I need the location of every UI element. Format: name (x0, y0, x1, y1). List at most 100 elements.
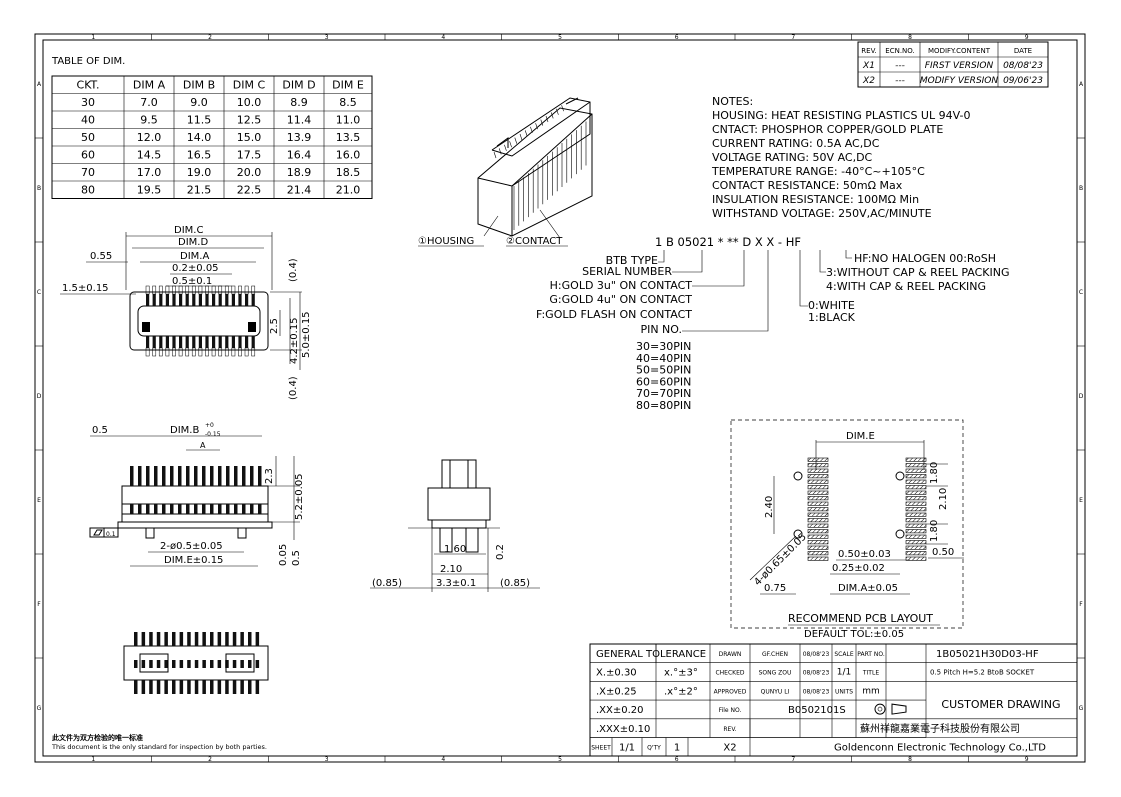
zone-col-bottom-1: 1 (91, 756, 95, 763)
zone-col-top-9: 9 (1025, 34, 1029, 41)
zone-col-top-2: 2 (208, 34, 212, 41)
pcb-dim-9: 0.75 (764, 583, 786, 594)
front-view: 0.5 DIM.B +0 -0.15 A 2-ø0.5±0.05 DIM.E±0… (89, 422, 305, 567)
note-line: WITHSTAND VOLTAGE: 250V,AC/MINUTE (712, 207, 932, 220)
revision-cell: --- (895, 76, 905, 86)
zone-row-left-G: G (37, 705, 42, 712)
pin-option: 50=50PIN (636, 364, 691, 377)
zone-row-left-C: C (37, 289, 41, 296)
dim-table-cell: 14.0 (187, 131, 212, 144)
pcb-dim-7: 0.50 (932, 547, 954, 558)
zone-row-right-F: F (1079, 601, 1083, 608)
signoff-date: 08/08'23 (803, 688, 830, 695)
angle-tolerance: x.°±3° (664, 668, 698, 679)
scale-units-cell: SCALE (834, 651, 853, 658)
note-line: HOUSING: HEAT RESISTING PLASTICS UL 94V-… (712, 109, 970, 122)
revision-header: REV. (861, 47, 876, 55)
top-dim-v5: (0.4) (288, 376, 299, 400)
top-dim-4: 1.5±0.15 (62, 283, 109, 294)
latch-left (142, 322, 150, 332)
dim-table-cell: 17.5 (237, 149, 262, 162)
zone-row-right-A: A (1079, 81, 1084, 88)
signoff-name: GF.CHEN (762, 651, 788, 658)
pcb-dim-e: DIM.E (846, 431, 875, 442)
dim-table-cell: 14.5 (137, 149, 162, 162)
top-dim-d: DIM.D (178, 237, 208, 248)
zone-col-bottom-4: 4 (441, 756, 445, 763)
revision-header: MODIFY.CONTENT (928, 47, 991, 55)
rev-value: X2 (723, 743, 736, 754)
zone-col-bottom-8: 8 (908, 756, 912, 763)
revision-cell: X1 (862, 61, 875, 71)
pin-option: 70=70PIN (636, 387, 691, 400)
dim-table-cell: 21.4 (287, 184, 312, 197)
latch-right (248, 322, 256, 332)
dim-table-header: DIM C (233, 79, 266, 92)
dim-table-cell: 40 (81, 114, 95, 127)
part-number: 1B05021H30D03-HF (936, 649, 1039, 660)
dim-table-cell: 8.5 (339, 96, 357, 109)
contact-label: ②CONTACT (506, 236, 563, 247)
pcb-dim-5: 4-ø0.65±0.05 (752, 532, 809, 589)
tolerance-value: .XX±0.20 (596, 705, 644, 716)
zone-row-right-E: E (1079, 497, 1083, 504)
front-dim-b-tol-up: +0 (205, 422, 214, 429)
dim-table-cell: 9.0 (190, 96, 208, 109)
tolerance-value: .XXX±0.10 (596, 724, 650, 735)
dim-table-cell: 80 (81, 184, 95, 197)
qty-value: 1 (674, 743, 680, 754)
notes-block: NOTES:HOUSING: HEAT RESISTING PLASTICS U… (711, 95, 970, 220)
code-right-label: 3:WITHOUT CAP & REEL PACKING (826, 266, 1009, 279)
zone-col-bottom-3: 3 (325, 756, 329, 763)
dim-table-cell: 13.5 (336, 131, 361, 144)
dim-table-cell: 30 (81, 96, 95, 109)
code-left-label: PIN NO. (640, 323, 682, 336)
part-title-label: TITLE (862, 670, 879, 677)
pcb-dim-10: DIM.A±0.05 (838, 583, 898, 594)
zone-row-left-F: F (37, 601, 41, 608)
revision-cell: 08/08'23 (1003, 61, 1043, 71)
front-dim-a: A (200, 441, 206, 450)
note-line: CNTACT: PHOSPHOR COPPER/GOLD PLATE (712, 123, 943, 136)
dim-table-cell: 18.9 (287, 166, 312, 179)
front-dim-1: 0.5 (92, 425, 108, 436)
revision-cell: --- (895, 61, 905, 71)
top-dim-v4: 5.0±0.15 (301, 311, 312, 358)
revision-cell: FIRST VERSION (925, 61, 994, 71)
signoff-date: 08/08'23 (803, 670, 830, 677)
note-line: CURRENT RATING: 0.5A AC,DC (712, 137, 880, 150)
zone-col-top-4: 4 (441, 34, 445, 41)
note-line: VOLTAGE RATING: 50V AC,DC (712, 151, 873, 164)
dim-table-cell: 60 (81, 149, 95, 162)
customer-drawing: CUSTOMER DRAWING (941, 698, 1060, 711)
side-dim-2: 2.10 (440, 564, 462, 575)
dim-table-cell: 13.9 (287, 131, 312, 144)
front-dim-v1: 2.3 (264, 468, 275, 484)
zone-col-bottom-6: 6 (675, 756, 679, 763)
part-title-label: PART NO. (857, 651, 885, 658)
dim-table-cell: 11.4 (287, 114, 312, 127)
pin-option: 80=80PIN (636, 399, 691, 412)
zone-row-right-D: D (1079, 393, 1084, 400)
dim-table-cell: 19.5 (137, 184, 162, 197)
revision-header: DATE (1014, 47, 1032, 55)
dim-table-cell: 16.5 (187, 149, 212, 162)
code-left-label: SERIAL NUMBER (582, 265, 672, 278)
code-right-label: 0:WHITE (808, 299, 855, 312)
bottom-view (123, 632, 269, 694)
dim-table-cell: 12.0 (137, 131, 162, 144)
dim-table-cell: 9.5 (140, 114, 158, 127)
tolerance-heading: GENERAL TOLERANCE (596, 649, 706, 660)
side-dim-3: 3.3±0.1 (436, 578, 476, 589)
pcb-dim-2: 2.10 (938, 488, 949, 510)
dim-table-cell: 20.0 (237, 166, 262, 179)
note-line: TEMPERATURE RANGE: -40°C~+105°C (711, 165, 925, 178)
zone-col-top-3: 3 (325, 34, 329, 41)
dim-table-cell: 8.9 (290, 96, 308, 109)
zone-col-bottom-2: 2 (208, 756, 212, 763)
zone-col-bottom-9: 9 (1025, 756, 1029, 763)
sheet-label: SHEET (591, 745, 611, 752)
